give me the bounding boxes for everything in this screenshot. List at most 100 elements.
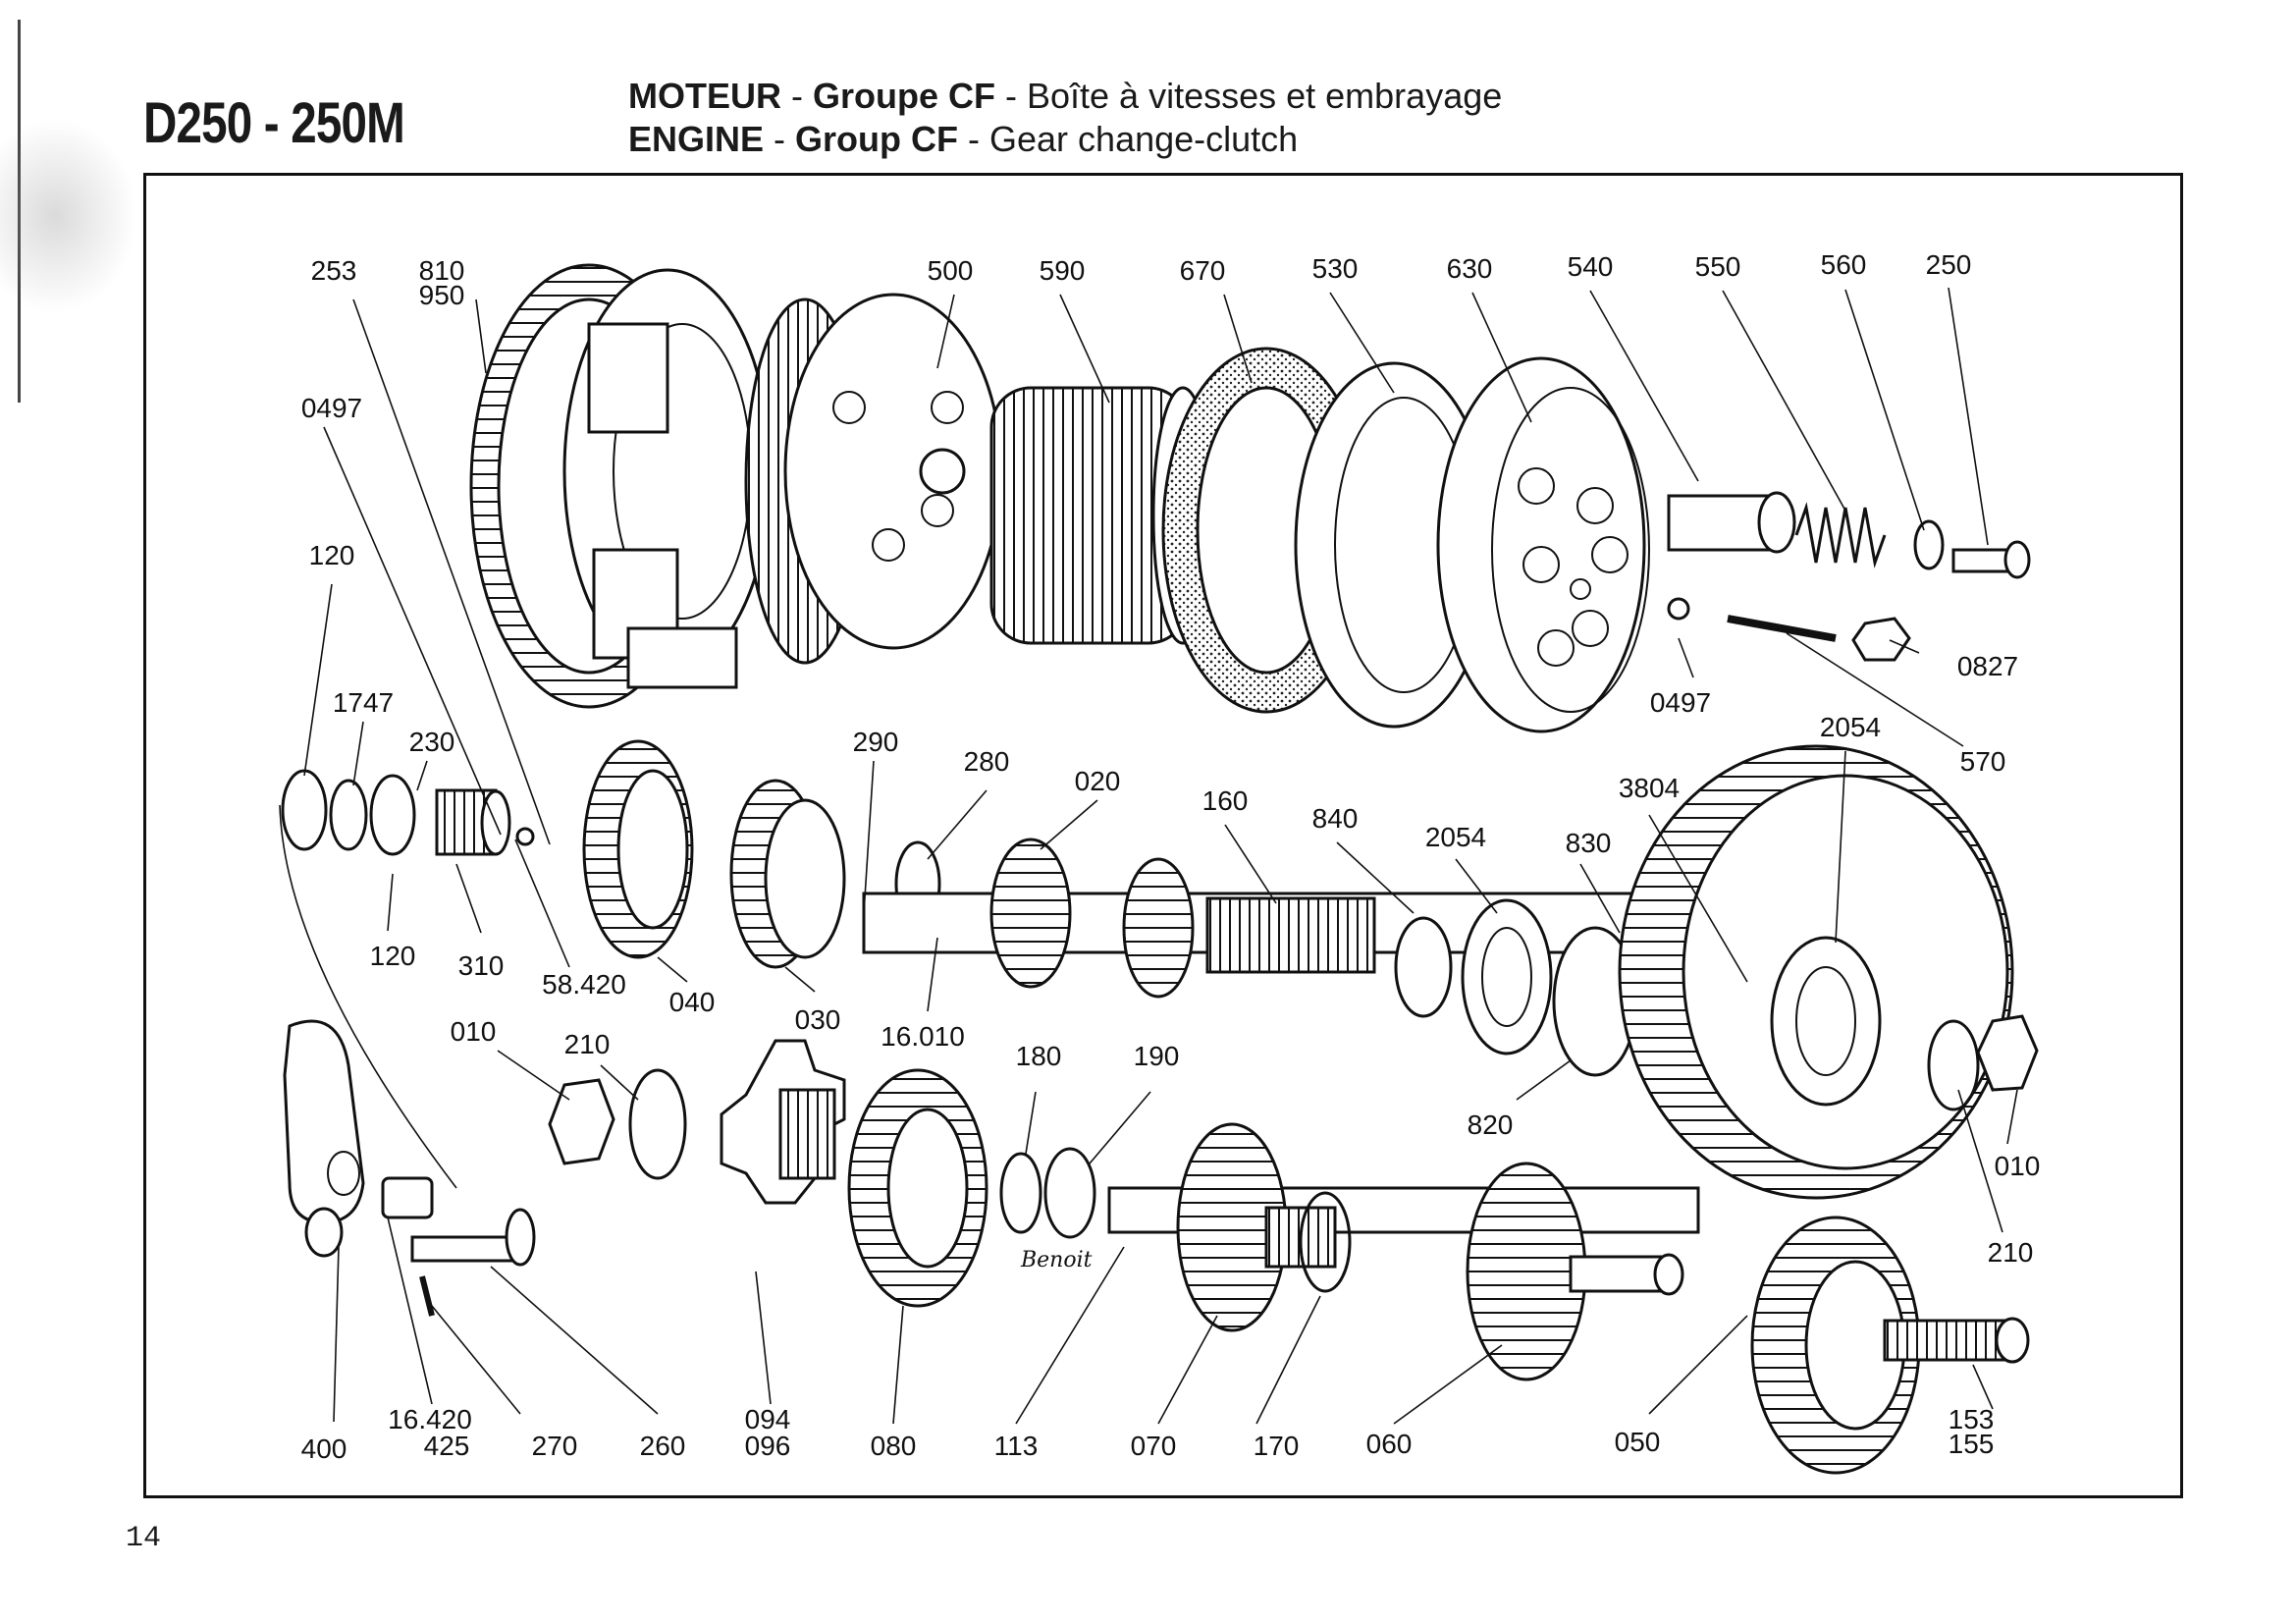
callout-210-left: 210: [564, 1029, 611, 1059]
page-number: 14: [126, 1522, 162, 1555]
callout-0827: 0827: [1957, 651, 2018, 681]
section-titles: MOTEUR - Groupe CF - Boîte à vitesses et…: [628, 75, 1502, 161]
callout-540: 540: [1568, 251, 1614, 282]
title-english-bold-2: Group CF: [795, 119, 959, 159]
callout-113: 113: [994, 1431, 1039, 1461]
clutch-screw: [1951, 540, 2031, 579]
callout-0497-top: 0497: [301, 393, 362, 423]
callout-16420: 16.420: [388, 1404, 472, 1434]
needle-bearing-310: [435, 788, 511, 856]
callout-400: 400: [301, 1434, 347, 1464]
callout-2054-left: 2054: [1425, 822, 1486, 852]
title-french-bold-2: Groupe CF: [813, 76, 995, 116]
spring-washer: [1913, 519, 1945, 570]
gear-030: [729, 779, 846, 969]
callout-2054-right: 2054: [1820, 712, 1881, 742]
callout-230: 230: [409, 727, 455, 757]
callout-120-top: 120: [309, 540, 355, 570]
ring-120: [369, 774, 416, 856]
callout-030: 030: [795, 1004, 841, 1035]
bearing-2054-left: [1461, 898, 1553, 1055]
callout-250: 250: [1926, 249, 1972, 280]
washer-210-right: [1927, 1019, 1980, 1111]
ball-0497: [515, 827, 535, 846]
callout-096: 096: [745, 1431, 791, 1461]
callout-020: 020: [1075, 766, 1121, 796]
callout-253: 253: [311, 255, 357, 286]
bush-16420: [381, 1176, 434, 1219]
callout-050: 050: [1615, 1427, 1661, 1457]
title-english-rest: - Gear change-clutch: [958, 119, 1299, 159]
callout-280: 280: [964, 746, 1010, 777]
clutch-spring: [1794, 502, 1887, 568]
hex-nut-0827: [1851, 617, 1911, 662]
nut-010-right: [1976, 1014, 2039, 1092]
pressure-plate: [1436, 356, 1650, 733]
spring-cup: [1667, 491, 1796, 554]
title-french: MOTEUR - Groupe CF - Boîte à vitesses et…: [628, 75, 1502, 118]
callout-180: 180: [1016, 1041, 1062, 1071]
callout-094: 094: [745, 1404, 791, 1434]
callout-160: 160: [1202, 785, 1249, 816]
callout-820: 820: [1468, 1109, 1514, 1140]
steel-plate: [1294, 361, 1494, 729]
circlip-180: [999, 1152, 1042, 1234]
pin-260: [410, 1208, 536, 1267]
callout-950: 950: [419, 280, 465, 310]
title-french-sep: -: [781, 76, 813, 116]
callout-3804: 3804: [1619, 773, 1680, 803]
callout-630: 630: [1447, 253, 1493, 284]
callout-16010: 16.010: [881, 1021, 965, 1052]
title-french-rest: - Boîte à vitesses et embrayage: [995, 76, 1503, 116]
nut-010-left: [548, 1078, 615, 1165]
ball-small: [1667, 597, 1690, 621]
title-english: ENGINE - Group CF - Gear change-clutch: [628, 118, 1502, 161]
washer-190: [1043, 1147, 1096, 1239]
circlip-left: [281, 769, 328, 851]
callout-290: 290: [853, 727, 899, 757]
washer-170: [1299, 1191, 1352, 1293]
callout-530: 530: [1312, 253, 1359, 284]
callout-153: 153: [1949, 1404, 1995, 1434]
callout-840: 840: [1312, 803, 1359, 834]
callout-670: 670: [1180, 255, 1226, 286]
clutch-pushrod: [1727, 615, 1837, 642]
callout-270: 270: [532, 1431, 578, 1461]
title-english-sep: -: [764, 119, 796, 159]
title-english-bold-1: ENGINE: [628, 119, 765, 159]
clutch-housing: [562, 268, 773, 689]
sprocket-094: [720, 1039, 846, 1205]
scan-smudge: [0, 118, 137, 314]
callout-170: 170: [1254, 1431, 1300, 1461]
callout-040: 040: [669, 987, 716, 1017]
gear-050: [1750, 1216, 2030, 1475]
callout-500: 500: [928, 255, 974, 286]
callout-560: 560: [1821, 249, 1867, 280]
layshaft-113: [1107, 1122, 1700, 1381]
pin-270: [419, 1275, 435, 1317]
callout-58420: 58.420: [542, 969, 626, 1000]
scan-edge-line: [18, 20, 21, 403]
clutch-plates: [744, 293, 1003, 665]
callout-570: 570: [1960, 746, 2006, 777]
artist-signature: Benoit: [1020, 1248, 1093, 1272]
callout-010-right: 010: [1995, 1151, 2041, 1181]
gear-080: [847, 1068, 988, 1308]
callout-0497-right: 0497: [1650, 687, 1711, 718]
callout-1747: 1747: [333, 687, 394, 718]
model-title: D250 - 250M: [143, 91, 405, 155]
callout-310: 310: [458, 950, 505, 981]
callout-labels: 253 810 950 500 590 670 530 630 540 550 …: [301, 249, 2041, 1464]
callout-210-right: 210: [1988, 1237, 2034, 1268]
leader-lines: [279, 287, 2018, 1425]
callout-260: 260: [640, 1431, 686, 1461]
callout-590: 590: [1040, 255, 1086, 286]
washer-1747: [329, 779, 368, 851]
bush-840: [1394, 916, 1453, 1018]
callout-120-bottom: 120: [370, 941, 416, 971]
callout-190: 190: [1134, 1041, 1180, 1071]
callout-155: 155: [1949, 1429, 1995, 1459]
callout-550: 550: [1695, 251, 1741, 282]
callout-010-left: 010: [451, 1016, 497, 1047]
